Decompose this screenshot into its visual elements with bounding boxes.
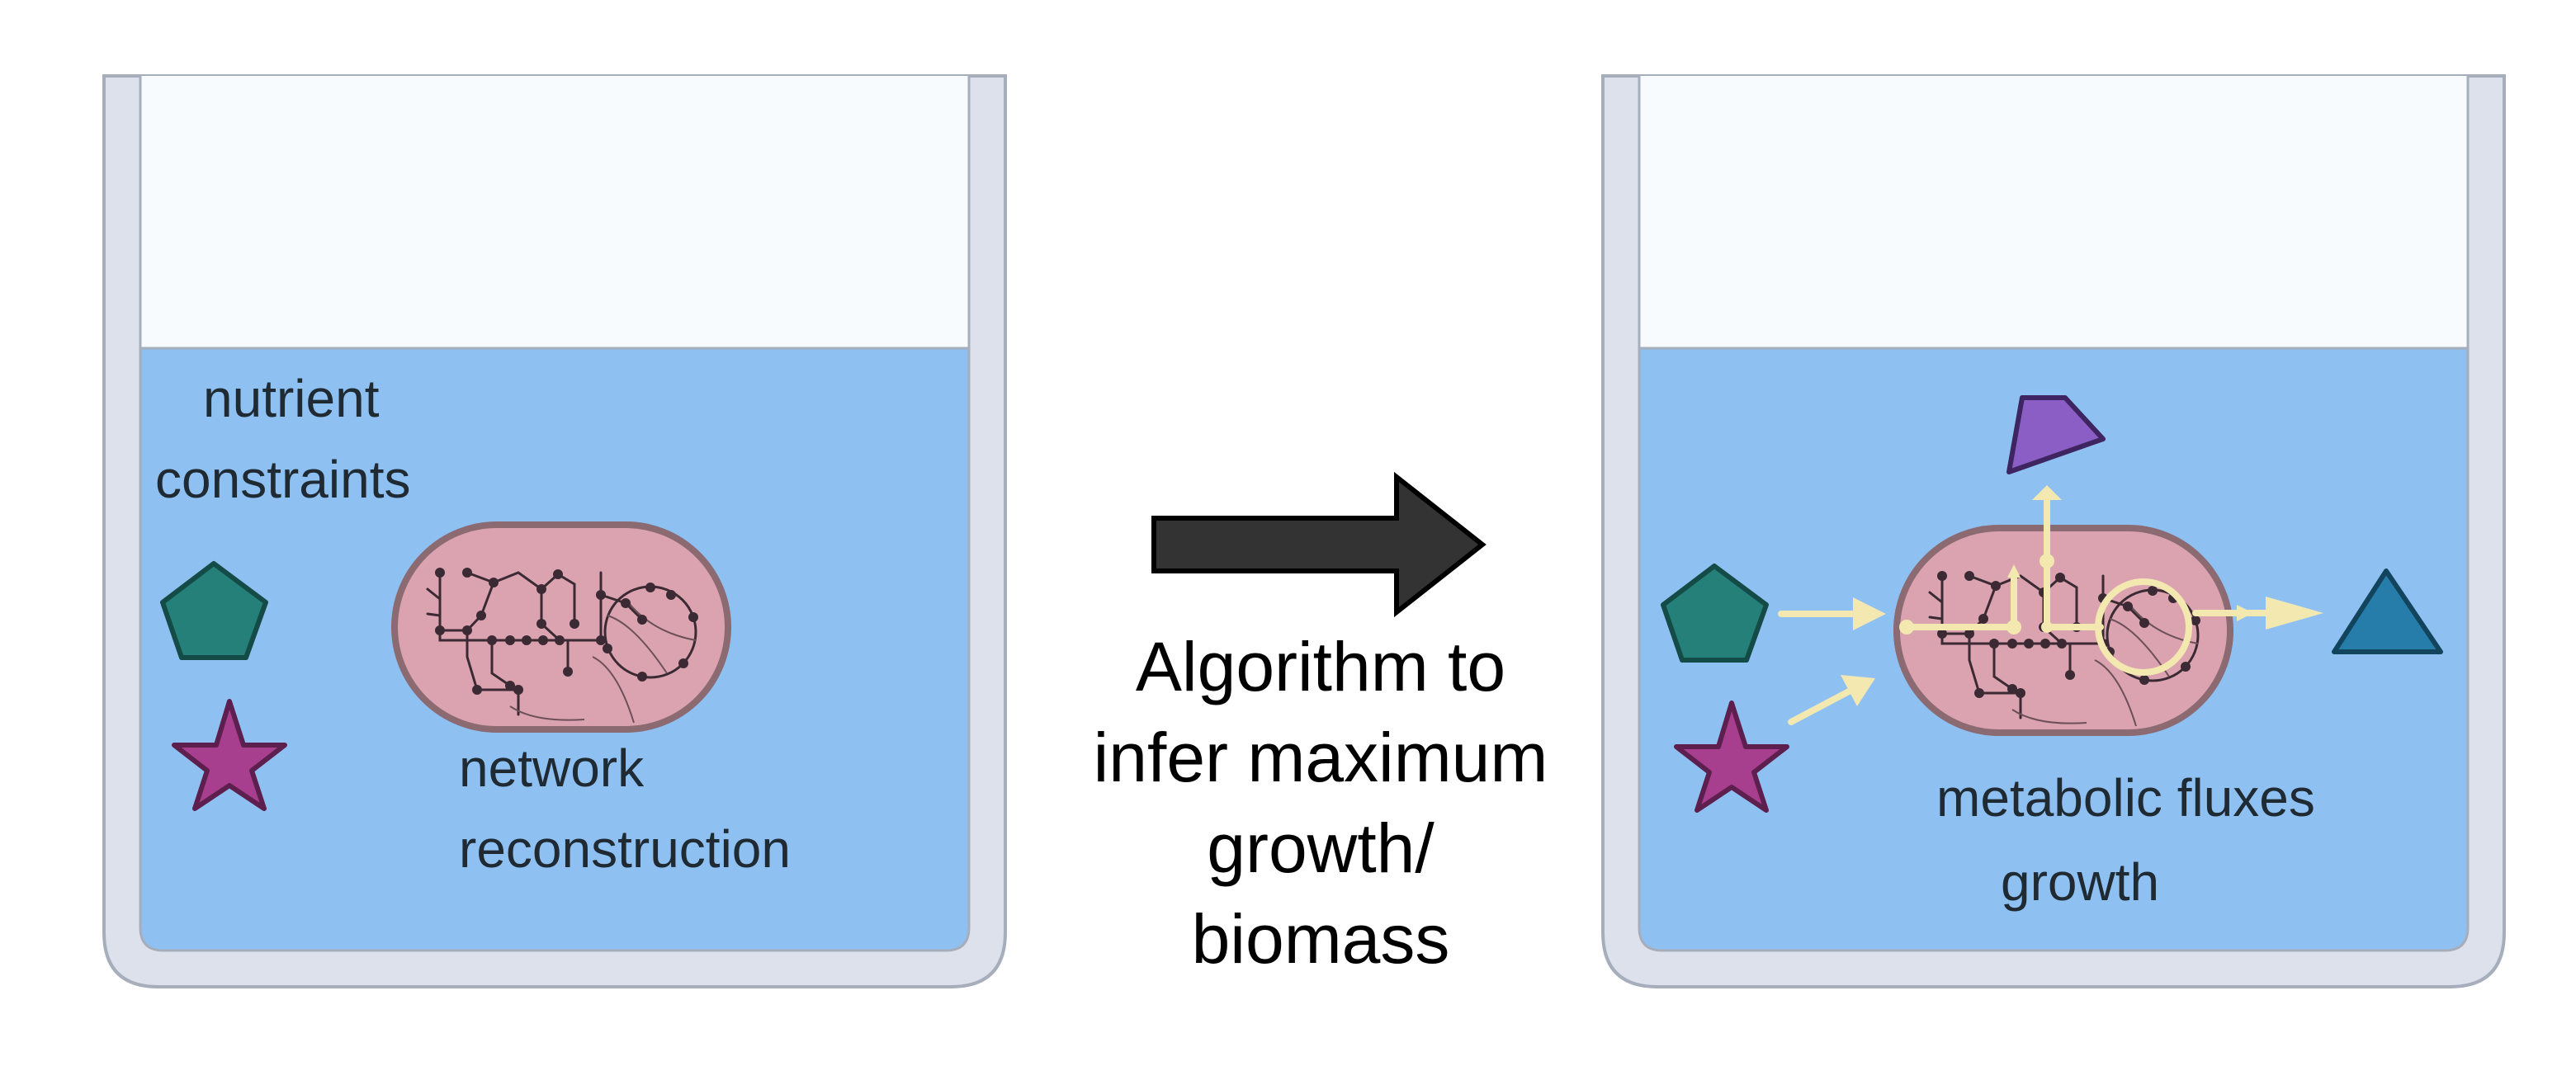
arrow-right-icon <box>1151 471 1487 618</box>
right-pentagon-icon <box>1661 564 1769 663</box>
network-reconstruction-line1: network <box>459 738 645 798</box>
nutrient-constraints-line2: constraints <box>155 450 411 509</box>
left-star-icon <box>172 699 287 811</box>
algorithm-label-line2: infer maximum <box>1093 719 1548 796</box>
triangle-icon <box>2332 568 2443 654</box>
algorithm-label-line4: biomass <box>1191 900 1450 978</box>
flux-arrowheads <box>1841 485 2323 706</box>
algorithm-label-line1: Algorithm to <box>1135 628 1506 705</box>
left-cell-icon <box>391 521 731 733</box>
right-star-icon <box>1674 701 1789 813</box>
network-reconstruction-line2: reconstruction <box>459 819 791 879</box>
algorithm-label-line3: growth/ <box>1207 809 1435 887</box>
growth-label: growth <box>2001 852 2160 912</box>
nutrient-constraints-line1: nutrient <box>203 369 380 428</box>
trapezoid-icon <box>2006 395 2106 474</box>
metabolic-fluxes-label: metabolic fluxes <box>1936 768 2315 828</box>
left-pentagon-icon <box>160 561 268 660</box>
